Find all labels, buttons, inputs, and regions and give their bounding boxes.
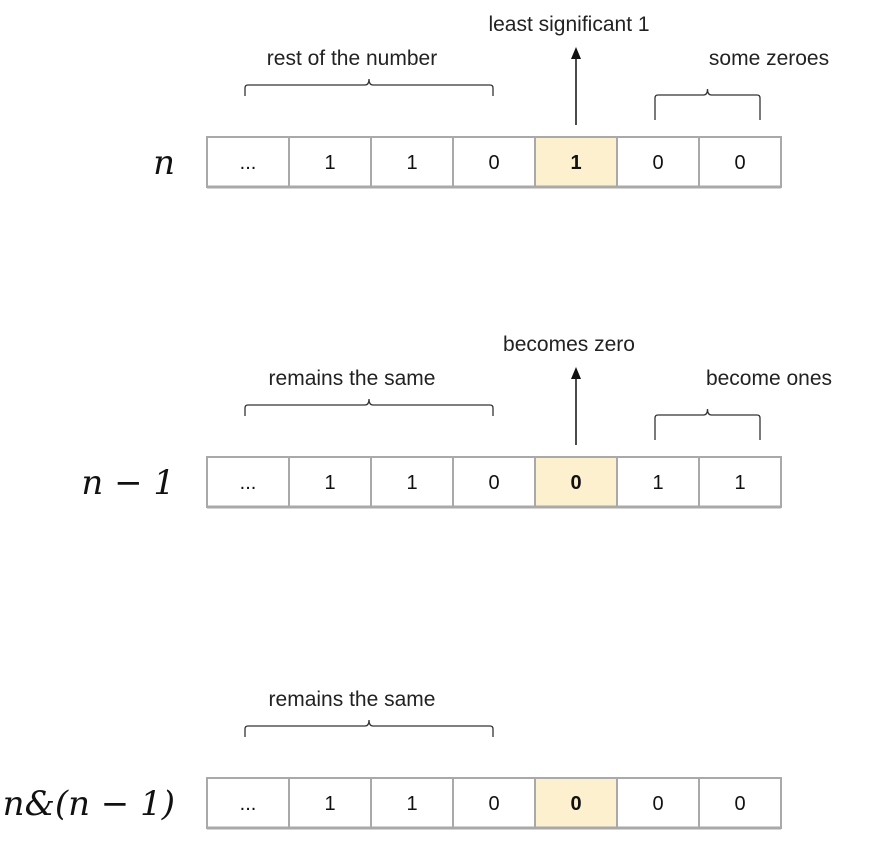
- bit-value: 1: [652, 472, 663, 494]
- left-brace-label: rest of the number: [267, 47, 437, 70]
- bit-value: 0: [570, 793, 581, 815]
- bit-value: 0: [652, 152, 663, 174]
- bit-value: 1: [324, 472, 335, 494]
- right-brace: [654, 408, 761, 440]
- bit-value: ...: [240, 793, 257, 815]
- bit-row: n... 1 1 0 1 0 0 rest of the number some zeroes l…: [153, 13, 829, 189]
- right-brace-label: become ones: [706, 367, 832, 390]
- right-brace: [654, 88, 761, 120]
- up-arrow-icon: [571, 47, 581, 59]
- bit-value: 1: [406, 793, 417, 815]
- bit-value: 1: [406, 152, 417, 174]
- bit-value: 1: [324, 793, 335, 815]
- bit-value: 0: [734, 152, 745, 174]
- bit-cell: [206, 136, 290, 188]
- bit-value: ...: [240, 152, 257, 174]
- bit-value: 1: [324, 152, 335, 174]
- bit-value: 1: [406, 472, 417, 494]
- bit-value: 0: [734, 793, 745, 815]
- bit-value: 0: [488, 152, 499, 174]
- bit-cell: [452, 777, 536, 829]
- highlighted-bit-cell: [534, 777, 618, 829]
- row-label: n − 1: [81, 463, 175, 503]
- bit-row: n&(n − 1)... 1 1 0 0 0 0 remains the same: [3, 688, 782, 830]
- bit-value: 1: [570, 152, 581, 174]
- left-brace-label: remains the same: [269, 688, 436, 711]
- up-arrow-icon: [571, 367, 581, 379]
- right-brace-label: some zeroes: [709, 47, 829, 70]
- bit-value: 1: [734, 472, 745, 494]
- bit-value: 0: [652, 793, 663, 815]
- bit-value: 0: [488, 793, 499, 815]
- arrow-label: becomes zero: [503, 333, 635, 356]
- left-brace: [244, 78, 494, 96]
- bit-value: 0: [488, 472, 499, 494]
- bit-cell: [288, 136, 372, 188]
- left-brace: [244, 719, 494, 737]
- bit-row: n − 1... 1 1 0 0 1 1 remains the same become one…: [81, 333, 832, 509]
- bit-cell: [698, 456, 782, 508]
- arrow-label: least significant 1: [488, 13, 649, 36]
- row-label: n: [153, 143, 175, 183]
- bit-cell: [616, 136, 700, 188]
- bit-value: ...: [240, 472, 257, 494]
- bit-value: 0: [570, 472, 581, 494]
- left-brace-label: remains the same: [269, 367, 436, 390]
- left-brace: [244, 398, 494, 416]
- row-label: n&(n − 1): [3, 784, 175, 824]
- highlighted-bit-cell: [534, 456, 618, 508]
